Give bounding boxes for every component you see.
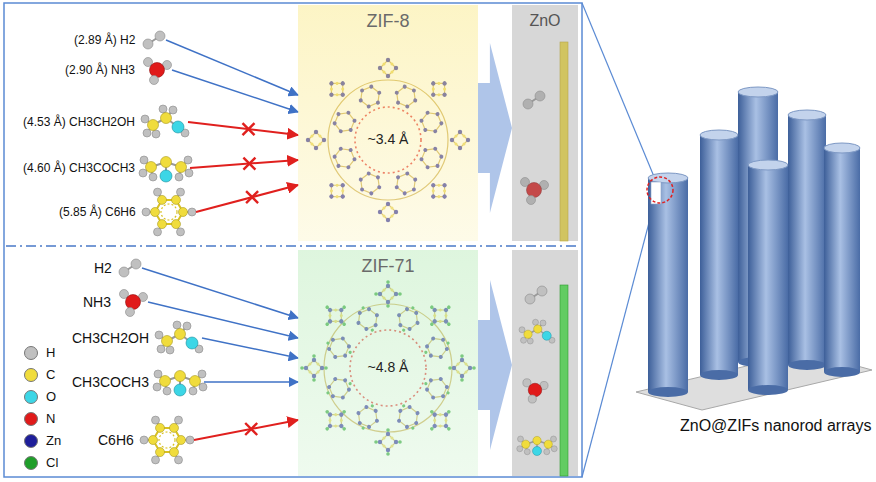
blocked-arrow — [190, 160, 298, 168]
legend-swatch — [24, 412, 38, 426]
legend-text: H — [46, 345, 55, 361]
panel-title: ZnO — [512, 11, 578, 30]
molecule-label: NH3 — [83, 294, 111, 311]
pass-arrow — [172, 70, 298, 112]
blocked-arrow — [194, 420, 298, 440]
legend-swatch — [24, 434, 38, 448]
pass-arrow — [166, 40, 298, 95]
framework-panel: ZIF-71 ~4.8 Å — [298, 250, 478, 476]
molecule-label: (4.60 Å) CH3COCH3 — [23, 161, 135, 175]
pass-arrow — [142, 268, 298, 318]
zif71-shell — [560, 285, 568, 476]
blocked-arrow — [188, 122, 298, 135]
blocked-mark — [245, 423, 257, 435]
pass-arrow — [202, 338, 298, 358]
legend-item: O — [24, 389, 56, 405]
legend-item: Cl — [24, 455, 58, 471]
molecule-box: CH3CH2OH — [72, 322, 202, 354]
transfer-arrow — [478, 43, 512, 213]
molecule-box: CH3COCH3 — [72, 366, 204, 398]
panel-title: ZIF-71 — [298, 256, 478, 278]
molecule-box: (2.90 Å) NH3 — [65, 56, 172, 84]
blocked-mark — [243, 158, 255, 170]
pass-arrow — [148, 302, 298, 338]
molecule-label: H2 — [94, 260, 112, 277]
molecule-box: H2 — [94, 258, 142, 279]
legend-swatch — [24, 456, 38, 470]
pore-size: ~4.8 Å — [368, 359, 409, 376]
molecule-icons — [119, 31, 207, 464]
frame — [4, 3, 582, 477]
legend-item: C — [24, 367, 55, 383]
legend-text: O — [46, 389, 56, 405]
blocked-arrow — [196, 185, 298, 212]
molecule-label: (2.90 Å) NH3 — [65, 63, 135, 77]
framework-panel: ZnO — [512, 5, 578, 241]
molecule-label: CH3CH2OH — [72, 330, 149, 347]
transfer-arrow — [478, 280, 512, 450]
divider — [6, 245, 580, 247]
legend-swatch — [24, 390, 38, 404]
blocked-mark — [243, 123, 255, 135]
blocked-mark — [246, 191, 258, 203]
pass-arrow — [204, 381, 298, 383]
legend-swatch — [24, 346, 38, 360]
legend-item: N — [24, 411, 55, 427]
legend-item: H — [24, 345, 55, 361]
molecule-label: C6H6 — [98, 432, 134, 449]
molecule-label: (2.89 Å) H2 — [74, 33, 135, 47]
legend-swatch — [24, 368, 38, 382]
molecule-box: (4.60 Å) CH3COCH3 — [23, 152, 190, 184]
legend-text: Zn — [46, 433, 61, 449]
zno-band — [512, 250, 578, 476]
zoom-line — [582, 3, 655, 179]
molecule-label: CH3COCH3 — [72, 374, 149, 391]
molecule-box: (4.53 Å) CH3CH2OH — [23, 106, 188, 138]
molecule-box: (2.89 Å) H2 — [74, 30, 166, 50]
caption-text: ZnO@ZIFs nanorod arrays — [680, 417, 871, 434]
legend-text: N — [46, 411, 55, 427]
panel-title: ZIF-8 — [298, 11, 478, 33]
legend-text: Cl — [46, 455, 58, 471]
pore-size: ~3.4 Å — [368, 131, 409, 148]
legend-text: C — [46, 367, 55, 383]
molecule-label: (5.85 Å) C6H6 — [59, 205, 136, 219]
zoom-line — [582, 200, 655, 477]
molecule-box: (5.85 Å) C6H6 — [59, 185, 196, 239]
legend-item: Zn — [24, 433, 61, 449]
nanorod-array — [636, 87, 872, 410]
framework-panel: ZIF-8 ~3.4 Å — [298, 5, 478, 241]
molecule-box: C6H6 — [98, 413, 194, 467]
zoom-circle — [647, 177, 673, 203]
molecule-box: NH3 — [83, 288, 148, 316]
caption-label: ZnO@ZIFs nanorod arrays — [680, 416, 871, 435]
molecule-label: (4.53 Å) CH3CH2OH — [23, 115, 135, 129]
